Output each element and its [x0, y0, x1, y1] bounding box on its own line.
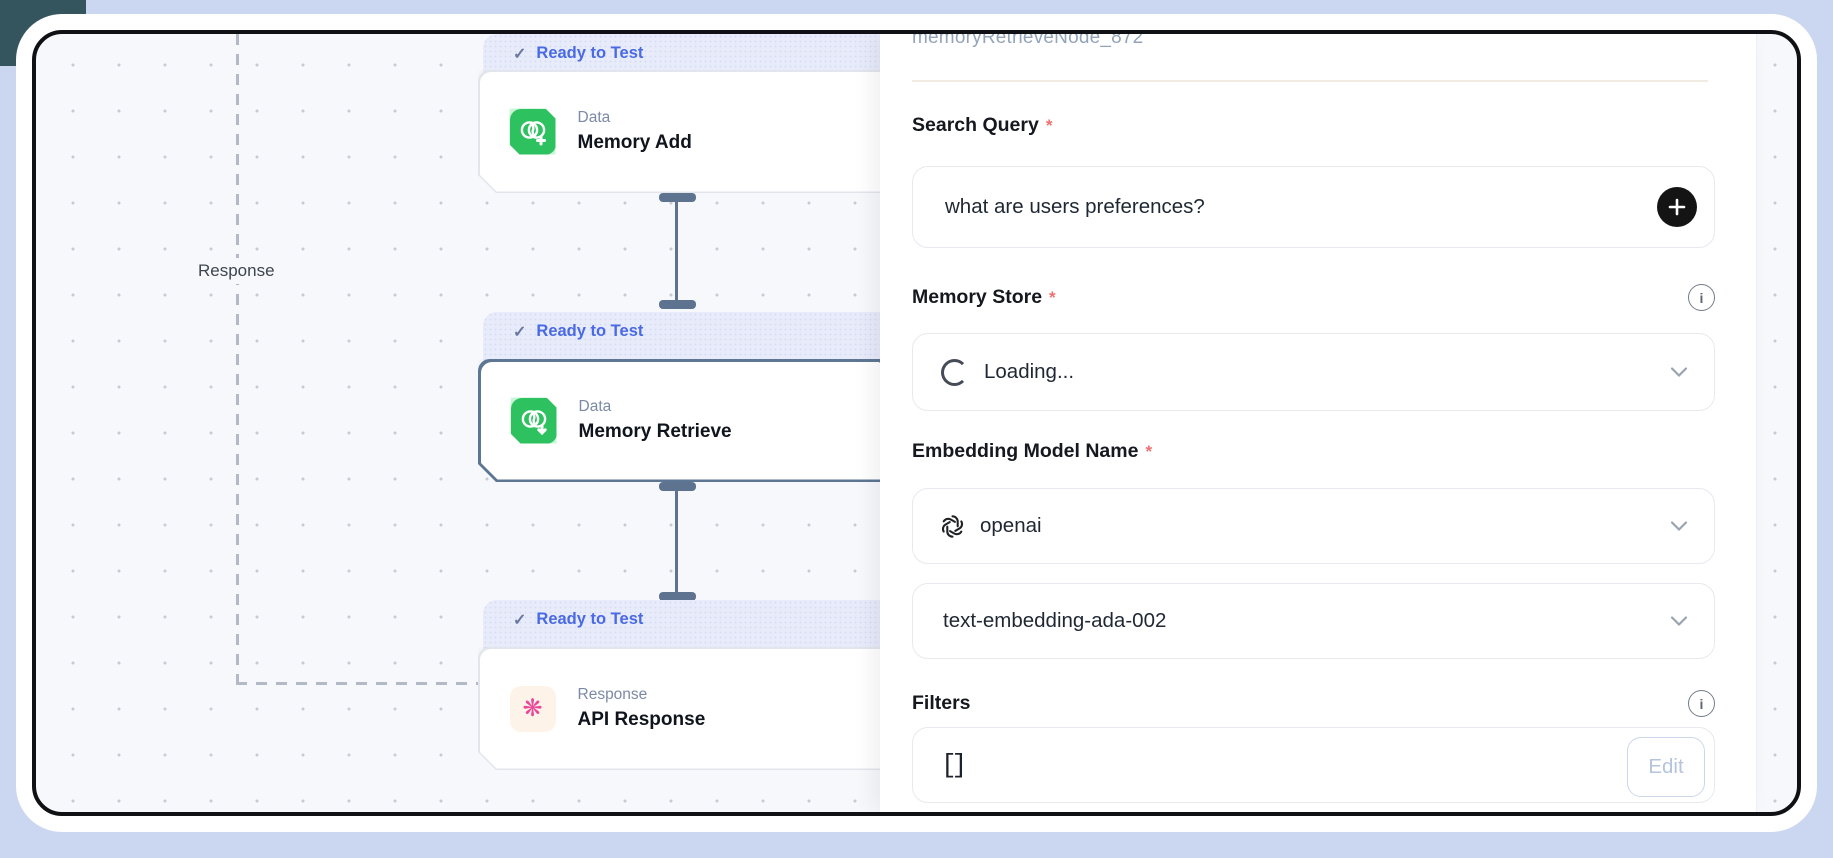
- edit-filters-button[interactable]: Edit: [1627, 737, 1705, 797]
- node-card-memory-retrieve[interactable]: Data Memory Retrieve: [478, 359, 898, 482]
- node-category: Response: [577, 686, 648, 703]
- node-category: Data: [578, 398, 612, 415]
- embedding-provider-value: openai: [980, 514, 1042, 537]
- api-response-icon: ❋: [510, 686, 556, 732]
- embedding-model-select[interactable]: text-embedding-ada-002: [912, 583, 1715, 659]
- memory-retrieve-icon: [511, 398, 557, 444]
- memory-store-loading-text: Loading...: [984, 360, 1075, 383]
- connector-handle[interactable]: [659, 300, 696, 309]
- required-asterisk: *: [1045, 116, 1053, 135]
- required-asterisk: *: [1049, 288, 1056, 307]
- plus-icon: [1668, 198, 1686, 216]
- edge-dashed-vertical: [236, 34, 239, 684]
- connector-handle[interactable]: [659, 592, 696, 601]
- chevron-down-icon: [1670, 367, 1688, 378]
- openai-logo-icon: [939, 513, 966, 540]
- search-query-value: what are users preferences?: [945, 195, 1205, 218]
- filters-value: []: [941, 750, 967, 780]
- connector-handle[interactable]: [659, 193, 696, 202]
- node-card-memory-add[interactable]: Data Memory Add: [478, 70, 898, 193]
- filters-field[interactable]: [] Edit: [912, 727, 1715, 803]
- search-query-label: Search Query: [912, 114, 1039, 136]
- memory-store-select[interactable]: Loading...: [912, 333, 1715, 411]
- app-window: Response ✓ Ready to Test Data: [32, 30, 1801, 816]
- filters-label: Filters: [912, 692, 971, 714]
- loading-spinner-icon: [941, 358, 968, 386]
- node-memory-add: ✓ Ready to Test Data Memory Add: [478, 34, 898, 194]
- ready-to-test-badge: Ready to Test: [536, 610, 644, 628]
- embedding-provider-select[interactable]: openai: [912, 488, 1715, 564]
- check-icon: ✓: [513, 324, 527, 341]
- embedding-model-label: Embedding Model Name: [912, 440, 1139, 462]
- node-title: Memory Retrieve: [578, 421, 732, 442]
- search-query-input[interactable]: what are users preferences?: [912, 166, 1715, 248]
- node-title: Memory Add: [577, 132, 692, 153]
- ready-to-test-badge: Ready to Test: [536, 322, 644, 340]
- node-id-title: memoryRetrieveNode_872: [912, 30, 1144, 48]
- check-icon: ✓: [513, 46, 527, 63]
- required-asterisk: *: [1145, 442, 1153, 461]
- node-category: Data: [577, 109, 611, 126]
- chevron-down-icon: [1670, 521, 1688, 532]
- node-config-panel: memoryRetrieveNode_872 Search Query* wha…: [880, 34, 1757, 812]
- memory-store-label: Memory Store: [912, 286, 1043, 308]
- edge-dashed-horizontal: [236, 682, 479, 685]
- ready-to-test-badge: Ready to Test: [536, 44, 644, 62]
- info-icon[interactable]: i: [1688, 690, 1715, 717]
- divider: [912, 80, 1708, 82]
- connector-line: [675, 484, 678, 594]
- connector-line: [675, 197, 678, 302]
- edge-label-response: Response: [188, 258, 285, 284]
- node-title: API Response: [577, 709, 706, 730]
- sparkle-icon: ❋: [522, 694, 543, 722]
- node-memory-retrieve: ✓ Ready to Test Data Memory Retrieve: [478, 312, 898, 484]
- embedding-model-value: text-embedding-ada-002: [943, 609, 1167, 632]
- connector-handle[interactable]: [659, 482, 696, 491]
- memory-add-icon: [510, 109, 556, 155]
- node-api-response: ✓ Ready to Test ❋ Response API Response: [478, 600, 898, 772]
- check-icon: ✓: [513, 612, 527, 629]
- chevron-down-icon: [1670, 616, 1688, 627]
- node-card-api-response[interactable]: ❋ Response API Response: [478, 647, 898, 770]
- add-variable-button[interactable]: [1657, 187, 1697, 227]
- info-icon[interactable]: i: [1688, 284, 1715, 311]
